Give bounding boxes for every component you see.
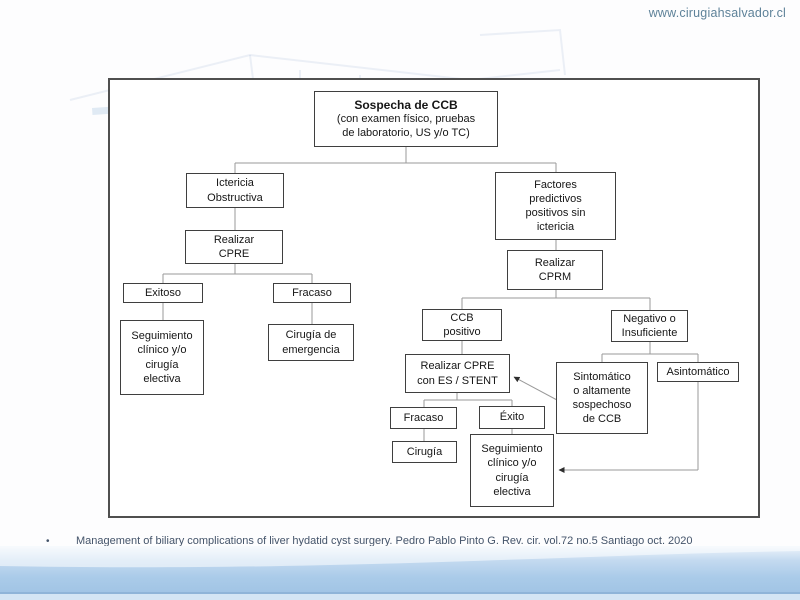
citation-bullet: • [46,536,50,547]
website-url: www.cirugiahsalvador.cl [648,6,786,20]
node-sospecha-subtitle: (con examen físico, pruebas de laborator… [336,112,476,139]
node-cirugia-emergencia: Cirugía de emergencia [268,324,354,361]
citation-text: Management of biliary complications of l… [76,535,693,547]
node-exitoso: Exitoso [123,283,203,303]
node-sospecha-title: Sospecha de CCB [354,97,458,112]
node-ccb-positivo: CCB positivo [422,309,502,341]
node-realizar-cprm: Realizar CPRM [507,250,603,290]
node-ictericia-obstructiva: Ictericia Obstructiva [186,173,284,208]
node-asintomatico: Asintomático [657,362,739,382]
node-exito: Éxito [479,406,545,429]
citation-line: • Management of biliary complications of… [46,534,766,548]
flowchart-frame: Sospecha de CCB (con examen físico, prue… [108,78,760,518]
footer-band-wave [0,546,800,568]
node-fracaso-izquierda: Fracaso [273,283,351,303]
node-negativo-insuficiente: Negativo o Insuficiente [611,310,688,342]
node-fracaso-derecha: Fracaso [390,407,457,429]
node-sintomatico-sospechoso: Sintomático o altamente sospechoso de CC… [556,362,648,434]
node-seguimiento-derecha: Seguimiento clínico y/o cirugía electiva [470,434,554,507]
footer-band [0,546,800,600]
node-realizar-cpre: Realizar CPRE [185,230,283,264]
footer-band-strip [0,594,800,600]
footer-band-line [0,592,800,594]
node-cirugia-derecha: Cirugía [392,441,457,463]
node-sospecha-ccb: Sospecha de CCB (con examen físico, prue… [314,91,498,147]
node-realizar-cpre-es-stent: Realizar CPRE con ES / STENT [405,354,510,393]
node-seguimiento-izquierda: Seguimiento clínico y/o cirugía electiva [120,320,204,395]
node-factores-predictivos: Factores predictivos positivos sin icter… [495,172,616,240]
flowchart-connectors [162,147,699,473]
